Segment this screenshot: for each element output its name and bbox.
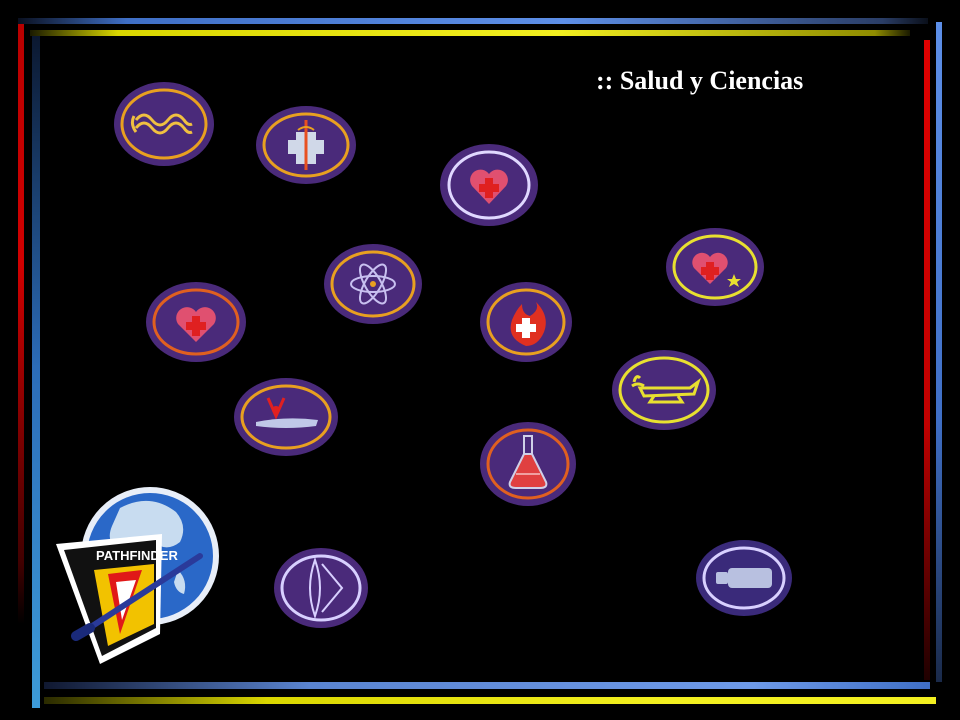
frame-bottom-yellow-bar <box>44 697 936 704</box>
oil-lamp-icon <box>631 375 701 404</box>
lens-icon <box>309 557 344 619</box>
rope-badge <box>114 82 214 166</box>
heart-cross-icon <box>470 169 508 204</box>
first-aid-heart-badge <box>146 282 246 362</box>
frame-top-yellow-bar <box>30 30 910 36</box>
frame-left-blue-bar <box>32 36 40 708</box>
battery-badge <box>696 540 792 616</box>
flame-cross-icon <box>510 302 546 346</box>
frame-top-blue-bar <box>18 18 928 24</box>
slide-title: :: Salud y Ciencias <box>596 66 804 95</box>
stretcher-badge <box>234 378 338 456</box>
frame-right-blue-bar <box>936 22 942 682</box>
chemistry-badge <box>480 422 576 506</box>
frame-bottom-blue-bar <box>44 682 930 689</box>
fire-safety-badge <box>480 282 572 362</box>
lamp-badge <box>612 350 716 430</box>
pathfinder-logo: PATHFINDER <box>56 487 219 664</box>
heart-star-badge <box>666 228 764 306</box>
caduceus-cross-icon <box>288 120 324 170</box>
atom-badge <box>324 244 422 324</box>
heart-cross-badge <box>440 144 538 226</box>
heart-cross-icon <box>176 307 216 342</box>
heart-cross-star-icon <box>692 252 741 287</box>
frame-right-red-bar <box>924 40 930 680</box>
rope-icon <box>130 113 193 135</box>
flask-icon <box>508 435 548 489</box>
optics-badge <box>274 548 368 628</box>
medical-cross-badge <box>256 106 356 184</box>
badge-ring <box>120 88 208 160</box>
battery-icon <box>716 568 772 588</box>
sword-icon <box>71 553 203 641</box>
frame-left-red-bar <box>18 24 24 624</box>
logo-text: PATHFINDER <box>96 548 178 563</box>
atom-icon <box>350 263 396 305</box>
stretcher-icon <box>256 397 318 428</box>
